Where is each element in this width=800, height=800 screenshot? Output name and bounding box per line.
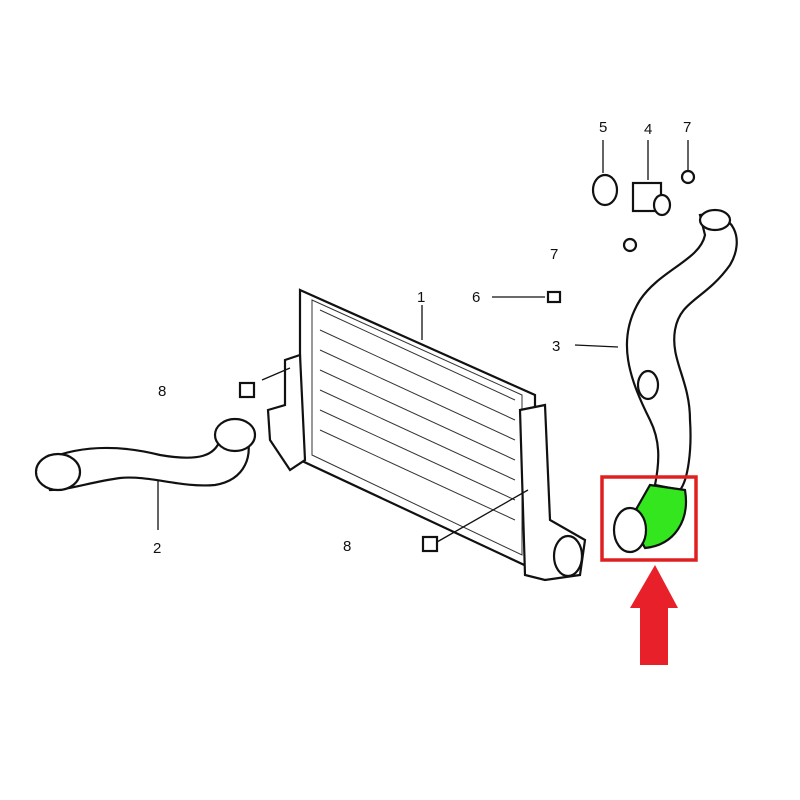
label-1: 1 [417,289,425,306]
label-7-mid: 7 [550,246,558,263]
label-5: 5 [599,119,607,136]
label-2: 2 [153,540,161,557]
right-hose-part [625,208,738,492]
label-8-bottom: 8 [343,538,351,555]
label-3: 3 [552,338,560,355]
highlighted-elbow-part [612,483,688,554]
label-7-top: 7 [683,119,691,136]
label-6: 6 [472,289,480,306]
highlight-box [600,475,698,562]
sensor-part [421,169,696,553]
label-8-top: 8 [158,383,166,400]
red-arrow-icon [630,565,678,665]
label-4: 4 [644,121,652,138]
intercooler-part [266,288,587,582]
left-hose-part [34,381,257,492]
